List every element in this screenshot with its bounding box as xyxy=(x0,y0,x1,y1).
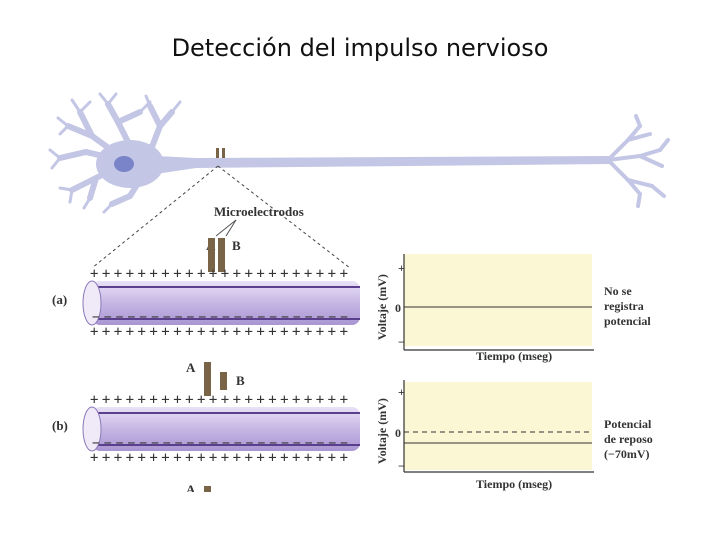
note-line-2: registra xyxy=(604,299,644,313)
graph-area xyxy=(404,254,592,346)
membrane-charge-outer-bottom: ++++++++++++++++++++++ xyxy=(90,450,348,466)
crop-mask xyxy=(0,492,720,540)
electrode-b-label: B xyxy=(232,238,241,253)
y-axis-plus: + xyxy=(398,261,405,275)
panel-c-partial: A xyxy=(0,482,720,540)
slide-title: Detección del impulso nervioso xyxy=(171,34,549,62)
y-axis-title: Voltaje (mV) xyxy=(375,398,389,464)
y-axis-minus: − xyxy=(398,459,405,473)
y-axis-title: Voltaje (mV) xyxy=(375,274,389,340)
neuron-electrodes xyxy=(216,148,225,158)
y-axis-minus: − xyxy=(398,335,405,349)
axon xyxy=(194,156,610,168)
panel-tag: (b) xyxy=(52,418,68,433)
axon-segment xyxy=(82,280,360,326)
note-line-1: No se xyxy=(604,284,632,298)
panel-b: A B (b) ++++++++++++++++++++++ −−−−−−−−−… xyxy=(52,360,653,491)
axon-terminals xyxy=(606,114,670,208)
panel-tag: (a) xyxy=(52,292,67,307)
zoom-guide-lines xyxy=(91,165,351,269)
electrode-partial xyxy=(204,486,211,494)
x-axis-title: Tiempo (mseg) xyxy=(476,349,552,363)
nucleus xyxy=(114,156,134,172)
electrode-a-label: A xyxy=(186,482,196,497)
note-line-1: Potencial xyxy=(604,417,652,431)
note-line-3: potencial xyxy=(604,314,651,328)
dendrite-twigs xyxy=(48,92,182,214)
y-axis-zero: 0 xyxy=(395,301,401,315)
note-line-2: de reposo xyxy=(604,432,653,446)
neuron-illustration xyxy=(48,92,670,214)
electrode-a-label: A xyxy=(186,360,196,375)
panel-a: A B (a) ++++++++++++++++++++++ −−−−−−−−−… xyxy=(52,238,651,363)
x-axis-title: Tiempo (mseg) xyxy=(476,477,552,491)
electrodes-a xyxy=(208,238,225,272)
electrode-b-label: B xyxy=(236,373,245,388)
label-pointers xyxy=(215,219,237,237)
axon-segment xyxy=(82,406,360,452)
microelectrodes-label: Microelectrodos xyxy=(214,204,304,219)
y-axis-zero: 0 xyxy=(395,426,401,440)
note-line-3: (−70mV) xyxy=(604,447,650,461)
electrodes-b xyxy=(204,362,227,396)
graph-area xyxy=(404,382,592,470)
y-axis-plus: + xyxy=(398,385,405,399)
membrane-charge-outer-bottom: ++++++++++++++++++++++ xyxy=(90,324,348,340)
axon-hillock xyxy=(156,156,196,174)
